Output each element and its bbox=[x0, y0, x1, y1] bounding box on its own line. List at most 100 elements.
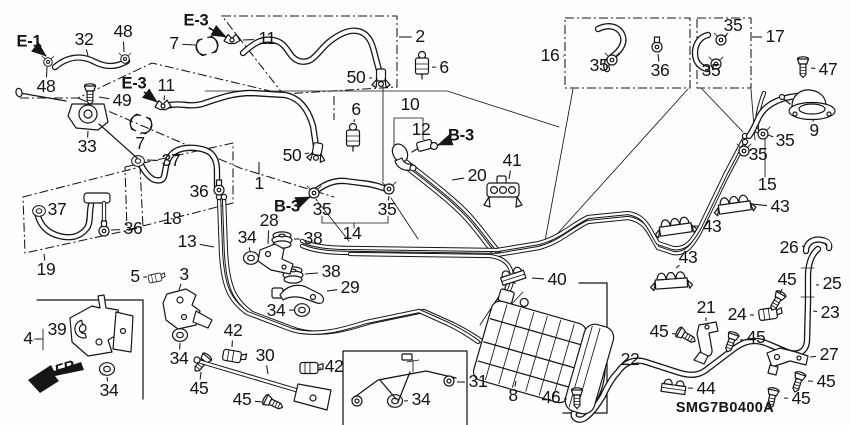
clamp-7a-icon bbox=[193, 34, 221, 58]
leader-22 bbox=[642, 362, 652, 367]
hose-2 bbox=[239, 27, 383, 74]
leader-34 bbox=[106, 376, 109, 382]
leader-43 bbox=[675, 264, 680, 269]
part-3-drawing bbox=[162, 288, 213, 330]
box-part-4 bbox=[36, 299, 144, 400]
part-9-pump-drawing bbox=[778, 89, 836, 121]
part-31-bracket-drawing bbox=[351, 353, 457, 407]
leader-b-3 bbox=[437, 134, 454, 146]
leader-20 bbox=[451, 177, 465, 181]
clamp-43c-icon bbox=[649, 270, 694, 292]
bracket-14 bbox=[321, 215, 389, 229]
leader-43 bbox=[751, 203, 768, 207]
clip-42a-icon bbox=[221, 348, 248, 365]
nut-37b-icon bbox=[32, 205, 46, 217]
leader-45 bbox=[199, 371, 202, 380]
clamp-35-icon bbox=[708, 56, 724, 70]
clamp-7b-icon bbox=[127, 112, 155, 136]
leader-13 bbox=[199, 243, 215, 248]
leader-34 bbox=[248, 247, 251, 252]
leader-40 bbox=[531, 277, 545, 280]
leader-49 bbox=[98, 96, 110, 100]
nut-37a-icon bbox=[131, 155, 145, 167]
leader-19 bbox=[43, 253, 46, 261]
leader-35 bbox=[724, 34, 728, 38]
clamp-36b-icon bbox=[98, 220, 110, 237]
nut-34-icon bbox=[293, 303, 311, 317]
custom-parts bbox=[15, 87, 836, 411]
part-12-drawing bbox=[411, 138, 439, 153]
clip-24-icon bbox=[757, 306, 784, 322]
clip-5-icon bbox=[147, 271, 167, 284]
part-27-drawing bbox=[766, 347, 809, 376]
leader-35 bbox=[315, 198, 318, 202]
clamp-35-icon bbox=[713, 32, 729, 46]
clamp-44-icon bbox=[660, 377, 688, 396]
part-28-drawing bbox=[257, 243, 294, 275]
part-29-drawing bbox=[271, 284, 325, 304]
part-8-canister-drawing bbox=[472, 281, 615, 415]
box-part-16 bbox=[564, 17, 691, 89]
leader-48 bbox=[122, 41, 125, 53]
leader-41 bbox=[508, 170, 511, 180]
bolt-45-icon bbox=[673, 325, 699, 347]
leader-36 bbox=[657, 53, 660, 62]
leader-50 bbox=[304, 152, 310, 155]
bolt-45-icon bbox=[260, 393, 286, 414]
bolt-47-icon bbox=[796, 56, 810, 79]
clamp-50b-icon bbox=[305, 140, 329, 164]
leader-35 bbox=[767, 134, 774, 138]
part-33-drawing bbox=[15, 87, 138, 159]
leader-45 bbox=[779, 288, 783, 294]
box-part-19 bbox=[22, 166, 144, 254]
leader-7 bbox=[182, 43, 197, 46]
leader-e-1 bbox=[31, 42, 47, 57]
leader-28 bbox=[267, 230, 270, 245]
leader-48 bbox=[45, 66, 48, 78]
leader-b-3 bbox=[294, 196, 311, 209]
leader-11 bbox=[163, 95, 166, 101]
leader-3 bbox=[178, 283, 182, 291]
clamp-35-icon bbox=[306, 185, 322, 199]
leader-e-3 bbox=[208, 24, 227, 38]
small-parts bbox=[32, 32, 810, 414]
box-part-17 bbox=[696, 17, 752, 89]
leader-32 bbox=[85, 49, 89, 57]
nut-34-icon bbox=[242, 251, 260, 265]
part-30-rail-drawing bbox=[193, 356, 332, 411]
hose-14-leaders bbox=[317, 197, 419, 242]
diagram-code: SMG7B0400A bbox=[676, 400, 774, 416]
separator-lower-left bbox=[77, 97, 335, 198]
clamp-36c-icon bbox=[651, 36, 663, 53]
nut-34-icon bbox=[171, 328, 189, 342]
clamp-43b-icon bbox=[652, 215, 698, 239]
clamp-35-icon bbox=[381, 181, 397, 195]
bolt-45-icon bbox=[788, 369, 807, 395]
box-part-2 bbox=[220, 15, 398, 95]
leader-35 bbox=[387, 195, 390, 201]
clamp-11a-icon bbox=[223, 33, 241, 45]
leader-layer bbox=[31, 24, 819, 403]
grommet-39-icon bbox=[74, 319, 87, 339]
part-10-drawing bbox=[391, 143, 417, 172]
part-4-assembly-drawing bbox=[69, 294, 134, 357]
clamp-48a-icon bbox=[41, 55, 55, 67]
box-part-31 bbox=[342, 350, 468, 425]
leader-45 bbox=[254, 400, 263, 403]
leader-e-3 bbox=[141, 88, 158, 103]
valve-6a-icon bbox=[414, 50, 430, 80]
valve-6b-icon bbox=[345, 122, 361, 152]
clamp-50a-icon bbox=[371, 68, 391, 89]
part-21-drawing bbox=[693, 321, 719, 365]
leader-38 bbox=[304, 272, 319, 275]
leader-29 bbox=[326, 289, 338, 292]
box-16-17-leaders bbox=[544, 88, 756, 244]
leader-8 bbox=[514, 380, 517, 387]
nut-34-icon bbox=[98, 362, 116, 376]
clamp-35-icon bbox=[755, 126, 771, 140]
fr-direction-indicator: FR. bbox=[28, 356, 84, 393]
fr-direction-label: FR. bbox=[53, 356, 81, 379]
part-41-drawing bbox=[483, 175, 523, 208]
